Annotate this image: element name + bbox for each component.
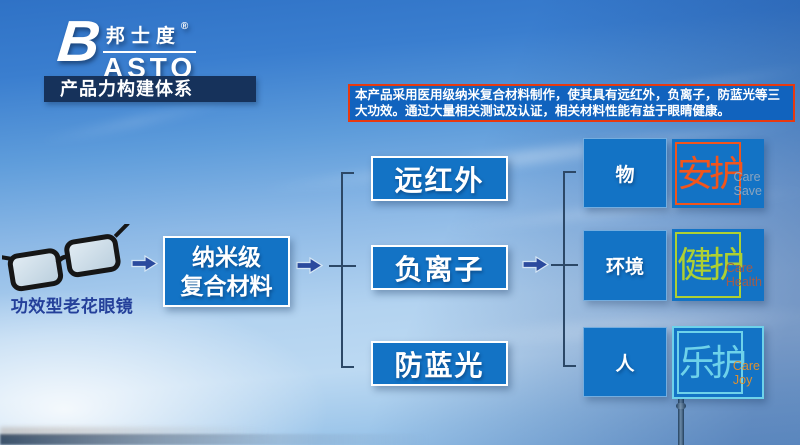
bracket-tick: [341, 172, 354, 174]
material-line-2: 复合材料: [180, 272, 273, 299]
care-frame-icon: [677, 331, 743, 394]
horizon-haze: [0, 427, 300, 435]
target-box-environment: 环境: [583, 230, 667, 301]
care-english-label: Care Health: [726, 261, 762, 289]
bracket-tick: [563, 171, 576, 173]
target-box-person: 人: [583, 327, 667, 397]
target-box-object: 物: [583, 138, 667, 208]
material-label: 纳米级 复合材料: [181, 243, 273, 301]
bracket-line: [341, 172, 343, 368]
care-en-line-1: Care: [732, 359, 760, 374]
care-frame-icon: [675, 232, 741, 298]
care-english-label: Care Save: [734, 170, 763, 198]
care-en-line-2: Joy: [732, 373, 753, 388]
registered-mark: ®: [180, 21, 189, 32]
glasses-image: [2, 224, 130, 292]
care-box-health: 健护 Care Health: [672, 229, 764, 301]
description-line-1: 本产品采用医用级纳米复合材料制作，使其具有远红外，负离子，防蓝光等三: [355, 88, 781, 102]
bracket-tick: [563, 365, 576, 367]
bracket-tick: [329, 265, 356, 267]
background-pole: [678, 397, 684, 445]
care-chinese-label: 健护: [677, 244, 745, 285]
care-box-joy: 乐护 Care Joy: [672, 326, 764, 399]
logo-chinese-name: 邦士度®: [102, 21, 197, 53]
function-box-anti-blue-light: 防蓝光: [371, 341, 508, 386]
care-chinese-label: 乐护: [679, 341, 747, 383]
function-box-far-infrared: 远红外: [371, 156, 508, 201]
material-line-1: 纳米级: [192, 243, 261, 270]
section-title-bar: 产品力构建体系: [44, 76, 256, 102]
care-chinese-label: 安护: [677, 152, 745, 194]
bracket-tick: [551, 264, 578, 266]
material-box: 纳米级 复合材料: [163, 236, 290, 307]
care-en-line-1: Care: [733, 170, 761, 185]
bracket-line: [563, 171, 565, 367]
care-box-save: 安护 Care Save: [672, 139, 764, 208]
flow-arrow-icon: [131, 255, 158, 272]
flow-arrow-icon: [522, 256, 549, 273]
description-line-2: 大功效。通过大量相关测试及认证，相关材料性能有益于眼睛健康。: [355, 103, 731, 118]
care-en-line-2: Save: [733, 184, 763, 199]
logo-text-column: 邦士度® ASTO: [102, 14, 197, 83]
flow-arrow-icon: [296, 257, 323, 274]
background-pole-joint: [676, 403, 686, 409]
logo-chinese-text: 邦士度: [105, 26, 181, 47]
care-frame-icon: [675, 142, 741, 205]
care-en-line-1: Care: [725, 261, 753, 276]
function-box-negative-ion: 负离子: [371, 245, 508, 290]
logo-letter-b: B: [54, 9, 104, 74]
horizon-clouds: [0, 434, 430, 445]
care-en-line-2: Health: [725, 275, 762, 290]
product-caption: 功效型老花眼镜: [10, 297, 134, 316]
bracket-tick: [341, 366, 354, 368]
care-english-label: Care Joy: [733, 359, 760, 387]
product-description-box: 本产品采用医用级纳米复合材料制作，使其具有远红外，负离子，防蓝光等三 大功效。通…: [348, 84, 795, 122]
basto-logo: B 邦士度® ASTO: [54, 9, 197, 83]
